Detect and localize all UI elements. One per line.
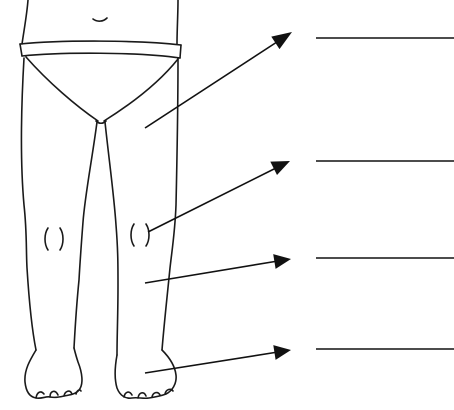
left-knee-mark-2 (60, 228, 63, 250)
right-leg-outer (162, 58, 178, 350)
legs-illustration (20, 0, 181, 398)
arrow-2 (148, 161, 290, 232)
left-knee-mark (45, 228, 48, 250)
underwear-left-leg-opening (26, 57, 98, 121)
right-leg-inner (105, 122, 118, 355)
left-leg-outer (21, 58, 36, 350)
waistband-right-end (180, 45, 181, 58)
right-knee-mark-2 (146, 224, 149, 246)
arrow-4 (145, 345, 291, 373)
underwear-right-leg-opening (104, 59, 178, 121)
waistband-left-end (20, 44, 22, 56)
arrow-1 (145, 32, 292, 128)
arrowhead-1 (271, 32, 292, 49)
arrowhead-4 (273, 345, 291, 360)
arrow-3 (145, 254, 291, 283)
arrowhead-3 (273, 254, 291, 269)
torso-left-side (22, 0, 28, 44)
navel-mark (93, 18, 107, 21)
right-toes (124, 389, 173, 398)
torso-right-side (177, 0, 178, 44)
left-leg-inner (74, 122, 97, 348)
waistband-bottom (22, 53, 180, 58)
answer-lines (316, 38, 454, 349)
arrowhead-2 (270, 161, 290, 175)
waistband-top (20, 41, 181, 45)
right-knee-mark (131, 224, 134, 246)
pointer-arrows (145, 32, 292, 373)
